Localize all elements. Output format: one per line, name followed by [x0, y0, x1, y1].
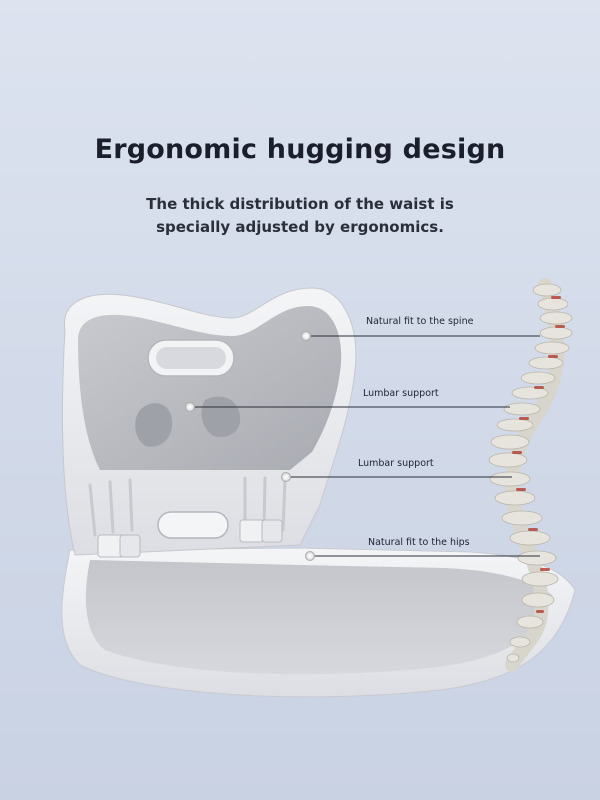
- page-title: Ergonomic hugging design: [94, 134, 506, 165]
- callout-dots: [185, 331, 315, 561]
- callout-spine-label: Natural fit to the spine: [366, 316, 474, 327]
- backrest: [61, 287, 357, 558]
- subtitle-line-2: specially adjusted by ergonomics.: [156, 218, 444, 236]
- seat-cushion: [61, 547, 576, 698]
- callout-lumbar-label-lower: Lumbar support: [358, 458, 434, 469]
- callout-lines: [190, 335, 540, 557]
- callout-hips-label: Natural fit to the hips: [368, 537, 470, 548]
- subtitle-line-1: The thick distribution of the waist is: [146, 195, 454, 213]
- spine-illustration: [488, 278, 573, 672]
- callout-lumbar-label-upper: Lumbar support: [363, 388, 439, 399]
- subtitle: The thick distribution of the waist is s…: [0, 193, 600, 239]
